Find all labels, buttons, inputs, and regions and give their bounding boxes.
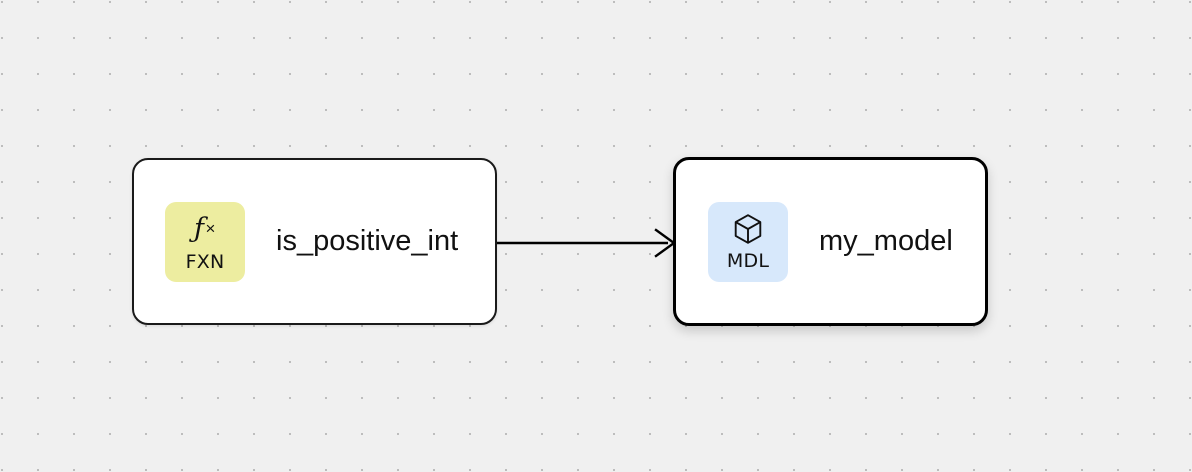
function-icon-glyph: ƒ bbox=[194, 212, 205, 244]
function-icon-glyph-suffix: × bbox=[205, 218, 216, 238]
fxn-badge: ƒ× FXN bbox=[165, 201, 245, 282]
node-is-positive-int[interactable]: ƒ× FXN is_positive_int bbox=[132, 158, 497, 325]
cube-icon-svg bbox=[734, 214, 762, 244]
mdl-badge-label: MDL bbox=[726, 250, 770, 272]
arrowhead-icon bbox=[654, 228, 677, 258]
mdl-badge: MDL bbox=[708, 201, 788, 282]
node-title-is-positive-int: is_positive_int bbox=[276, 225, 459, 257]
node-title-my-model: my_model bbox=[819, 225, 953, 257]
function-icon: ƒ× bbox=[194, 211, 216, 247]
cube-icon bbox=[733, 212, 763, 246]
edge-fxn-to-mdl[interactable] bbox=[497, 228, 677, 258]
node-my-model[interactable]: MDL my_model bbox=[673, 157, 988, 326]
fxn-badge-label: FXN bbox=[185, 251, 225, 273]
